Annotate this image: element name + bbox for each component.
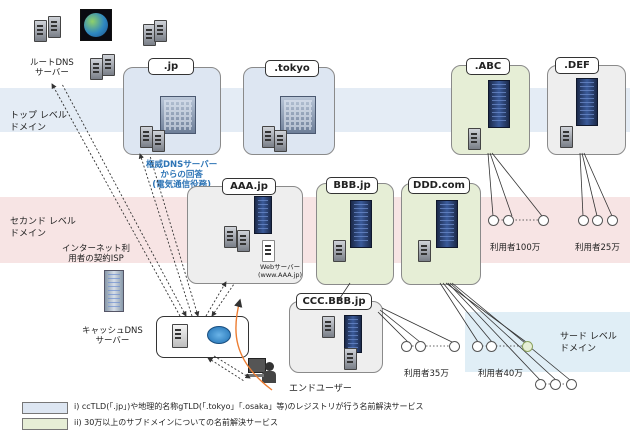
server-icon [418,240,431,262]
router-icon [207,326,231,344]
server-icon [322,316,335,338]
legend-swatch-cctld [22,402,68,414]
user-node [607,215,618,226]
sld-ccc-tag: CCC.BBB.jp [296,293,372,310]
server-icon [560,126,573,148]
user-node [401,341,412,352]
tld-def-tag: .DEF [555,57,599,74]
cache-dns-server-icon [172,324,188,348]
top-level-label: トップ レベル ドメイン [10,111,67,133]
authoritative-response-label: 権威DNSサーバー からの回答 (電気通信役務) [146,160,218,190]
server-icon [468,128,481,150]
sld-aaa-tag: AAA.jp [222,178,276,195]
server-icon [224,226,237,248]
user-node [566,379,577,390]
legend-text-cctld: i) ccTLD(「.jp」)や地理的名称gTLD(「.tokyo」「.osak… [74,402,424,411]
globe-icon [80,9,112,41]
server-icon [152,130,165,152]
user-node [550,379,561,390]
web-server-icon [262,240,275,262]
server-tower-icon [350,200,372,248]
user-node [486,341,497,352]
second-level-label: セカンド レベル ドメイン [10,217,76,239]
legend-swatch-large [22,418,68,430]
server-icon [333,240,346,262]
user-node [522,341,533,352]
server-icon [344,348,357,370]
user-node [503,215,514,226]
user-node [535,379,546,390]
tld-abc-tag: .ABC [466,58,510,75]
tld-jp-tag: .jp [148,58,194,75]
root-server-icon [102,54,115,76]
user-node [415,341,426,352]
user-count-def: 利用者25万 [575,243,620,253]
user-node [538,215,549,226]
user-node [449,341,460,352]
sld-ddd-tag: DDD.com [408,177,470,194]
server-tower-icon [436,200,458,248]
server-tower-icon [576,78,598,126]
server-icon [237,230,250,252]
sld-ccc-box [289,301,383,373]
server-icon [274,130,287,152]
user-node [578,215,589,226]
user-count-ccc: 利用者35万 [404,369,449,379]
root-dns-label: ルートDNS サーバー [30,58,74,78]
legend-text-large: ii) 30万以上のサブドメインについての名前解決サービス [74,418,279,427]
user-node [488,215,499,226]
server-tower-icon [344,315,362,353]
tld-tokyo-tag: .tokyo [265,60,319,77]
root-server-icon [48,16,61,38]
web-server-label: Webサーバー (www.AAA.jp) [258,263,303,279]
sld-bbb-tag: BBB.jp [326,177,378,194]
user-count-ddd: 利用者40万 [478,369,523,379]
office-building-icon [160,96,196,134]
office-building-icon [280,96,316,134]
root-server-icon [34,20,47,42]
isp-cache-box [156,316,249,358]
end-user-label: エンドユーザー [289,384,352,394]
isp-building-icon [104,270,124,312]
server-tower-icon [254,196,272,234]
root-server-icon [154,20,167,42]
server-tower-icon [488,80,510,128]
user-node [472,341,483,352]
user-count-abc: 利用者100万 [490,243,541,253]
second-level-band [0,197,630,263]
isp-label: インターネット利 用者の契約ISP [62,244,131,264]
user-node [592,215,603,226]
third-level-label: サード レベル ドメイン [560,332,617,354]
cache-dns-label: キャッシュDNS サーバー [82,326,143,346]
